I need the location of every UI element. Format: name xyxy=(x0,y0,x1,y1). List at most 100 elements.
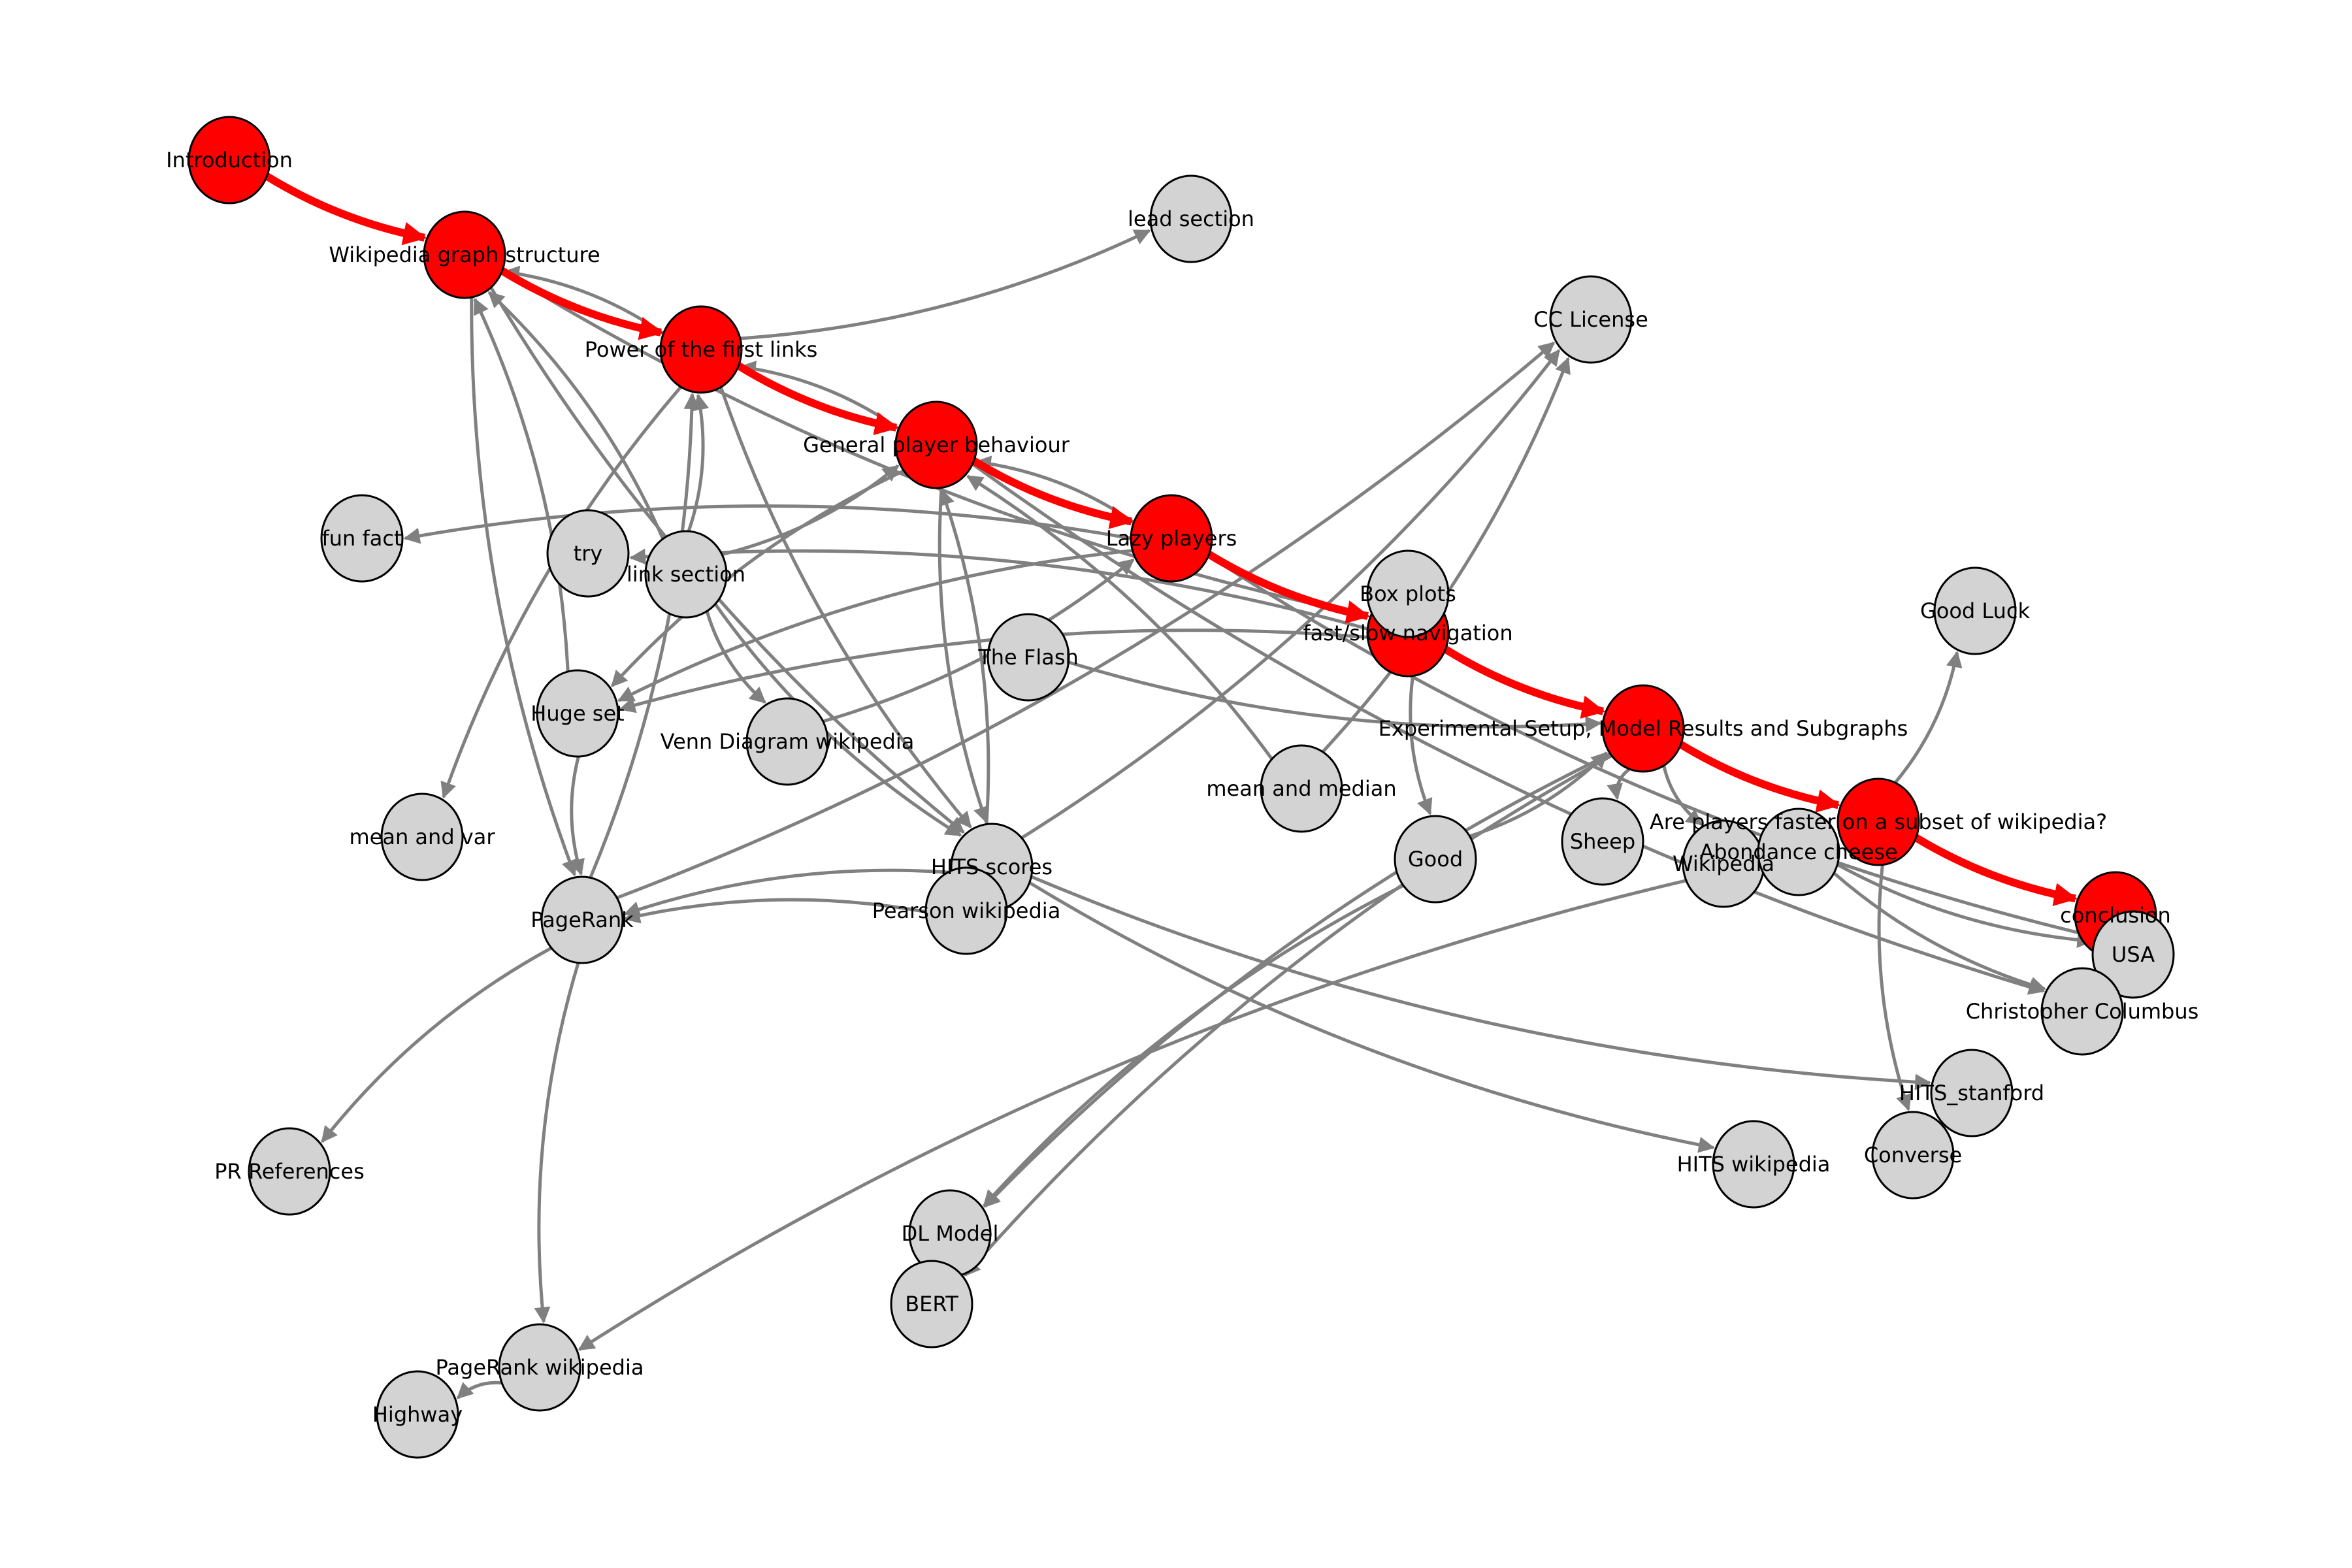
node-hits-stanford[interactable] xyxy=(1930,1049,2014,1137)
node-highway[interactable] xyxy=(376,1370,459,1459)
node-general-player-behaviour[interactable] xyxy=(894,400,978,489)
node-circle[interactable] xyxy=(890,1260,973,1348)
node-label: Christopher Columbus xyxy=(1966,999,2199,1024)
edge-experimental-setup-to-wikipedia xyxy=(1662,765,1703,826)
node-converse[interactable] xyxy=(1871,1111,1955,1200)
node-lazy-players[interactable] xyxy=(1130,494,1213,583)
node-pearson-wikipedia[interactable] xyxy=(924,866,1008,955)
node-good[interactable] xyxy=(1394,815,1477,904)
edge-hits-scores-to-pagerank xyxy=(623,868,952,917)
path-edges-layer xyxy=(265,172,2078,906)
edge-are-players-faster-to-converse xyxy=(1877,864,1912,1111)
node-sheep[interactable] xyxy=(1561,797,1644,886)
node-label: General player behaviour xyxy=(803,433,1070,457)
node-pagerank-wikipedia[interactable] xyxy=(498,1323,581,1412)
node-circle[interactable] xyxy=(659,305,743,394)
node-circle[interactable] xyxy=(188,116,271,204)
node-circle[interactable] xyxy=(1561,797,1644,886)
node-circle[interactable] xyxy=(987,613,1070,702)
node-circle[interactable] xyxy=(376,1370,459,1459)
node-label: Experimental Setup, Model Results and Su… xyxy=(1379,716,1908,741)
path-edge-power-of-the-first-links-to-general-player-behaviour xyxy=(736,362,899,435)
node-power-of-the-first-links[interactable] xyxy=(659,305,743,394)
node-circle[interactable] xyxy=(380,792,464,881)
node-mean-and-var[interactable] xyxy=(380,792,464,881)
node-label: link section xyxy=(627,562,745,587)
node-circle[interactable] xyxy=(1837,777,1920,866)
node-circle[interactable] xyxy=(546,509,630,598)
edge-general-player-behaviour-to-hits-scores xyxy=(938,487,989,823)
node-hits-wikipedia[interactable] xyxy=(1712,1120,1795,1209)
node-label: Highway xyxy=(372,1402,463,1427)
node-circle[interactable] xyxy=(540,875,624,964)
path-edge-lazy-players-to-fast-slow-navigation xyxy=(1207,551,1371,624)
edge-power-of-the-first-links-to-mean-and-var xyxy=(440,385,683,799)
node-huge-set[interactable] xyxy=(536,669,619,758)
node-circle[interactable] xyxy=(1260,744,1343,833)
node-circle[interactable] xyxy=(2040,967,2124,1056)
node-circle[interactable] xyxy=(1394,815,1477,904)
node-circle[interactable] xyxy=(248,1127,331,1216)
node-circle[interactable] xyxy=(1871,1111,1955,1200)
node-circle[interactable] xyxy=(644,530,728,619)
node-label: CC License xyxy=(1533,307,1648,332)
edge-wikipedia-graph-structure-to-pagerank xyxy=(470,297,578,877)
edge-venn-diagram-wikipedia-to-lazy-players xyxy=(823,558,1135,723)
node-bert[interactable] xyxy=(890,1260,973,1348)
edge-pagerank-wikipedia-to-highway xyxy=(456,1380,502,1399)
node-circle[interactable] xyxy=(536,669,619,758)
node-circle[interactable] xyxy=(894,400,978,489)
node-usa[interactable] xyxy=(2091,910,2175,999)
node-pagerank[interactable] xyxy=(540,875,624,964)
node-circle[interactable] xyxy=(1549,275,1633,364)
node-circle[interactable] xyxy=(1930,1049,2014,1137)
node-circle[interactable] xyxy=(1149,174,1233,263)
node-box-plots[interactable] xyxy=(1366,549,1450,638)
node-label: Huge set xyxy=(531,701,624,726)
node-experimental-setup[interactable] xyxy=(1601,684,1685,773)
node-label: Box plots xyxy=(1360,581,1456,606)
node-wikipedia-graph-structure[interactable] xyxy=(423,210,506,299)
node-circle[interactable] xyxy=(1366,549,1450,638)
node-cc-license[interactable] xyxy=(1549,275,1633,364)
edge-pagerank-to-cc-license xyxy=(616,341,1556,900)
node-label: Abondance cheese xyxy=(1699,840,1897,864)
edge-fast-slow-navigation-to-try xyxy=(629,548,1368,631)
node-try[interactable] xyxy=(546,509,630,598)
node-fun-fact[interactable] xyxy=(320,494,404,583)
path-edge-fast-slow-navigation-to-experimental-setup xyxy=(1443,645,1606,719)
node-circle[interactable] xyxy=(423,210,506,299)
node-circle[interactable] xyxy=(2091,910,2175,999)
edge-huge-set-to-wikipedia-graph-structure xyxy=(473,297,570,672)
node-circle[interactable] xyxy=(745,697,829,786)
edge-wikipedia-to-pagerank-wikipedia xyxy=(578,879,1687,1351)
node-circle[interactable] xyxy=(924,866,1008,955)
node-label: Wikipedia graph structure xyxy=(329,242,600,267)
node-label: fun fact xyxy=(321,526,402,551)
node-pr-references[interactable] xyxy=(248,1127,331,1216)
node-label: Introduction xyxy=(166,148,293,172)
path-edge-wikipedia-graph-structure-to-power-of-the-first-links xyxy=(500,267,664,340)
node-circle[interactable] xyxy=(1601,684,1685,773)
node-link-section[interactable] xyxy=(644,530,728,619)
node-abondance-cheese[interactable] xyxy=(1757,808,1840,896)
node-the-flash[interactable] xyxy=(987,613,1070,702)
node-mean-and-median[interactable] xyxy=(1260,744,1343,833)
node-circle[interactable] xyxy=(1712,1120,1795,1209)
node-label: lead section xyxy=(1128,206,1254,231)
node-lead-section[interactable] xyxy=(1149,174,1233,263)
node-circle[interactable] xyxy=(498,1323,581,1412)
node-label: fast/slow navigation xyxy=(1303,621,1512,645)
edge-link-section-to-power-of-the-first-links xyxy=(687,393,710,532)
node-are-players-faster[interactable] xyxy=(1837,777,1920,866)
node-introduction[interactable] xyxy=(188,116,271,204)
node-circle[interactable] xyxy=(320,494,404,583)
node-good-luck[interactable] xyxy=(1933,566,2017,655)
node-circle[interactable] xyxy=(1130,494,1213,583)
node-venn-diagram-wikipedia[interactable] xyxy=(745,697,829,786)
node-circle[interactable] xyxy=(1757,808,1840,896)
node-circle[interactable] xyxy=(1933,566,2017,655)
node-christopher-columbus[interactable] xyxy=(2040,967,2124,1056)
node-label: mean and median xyxy=(1206,776,1396,801)
